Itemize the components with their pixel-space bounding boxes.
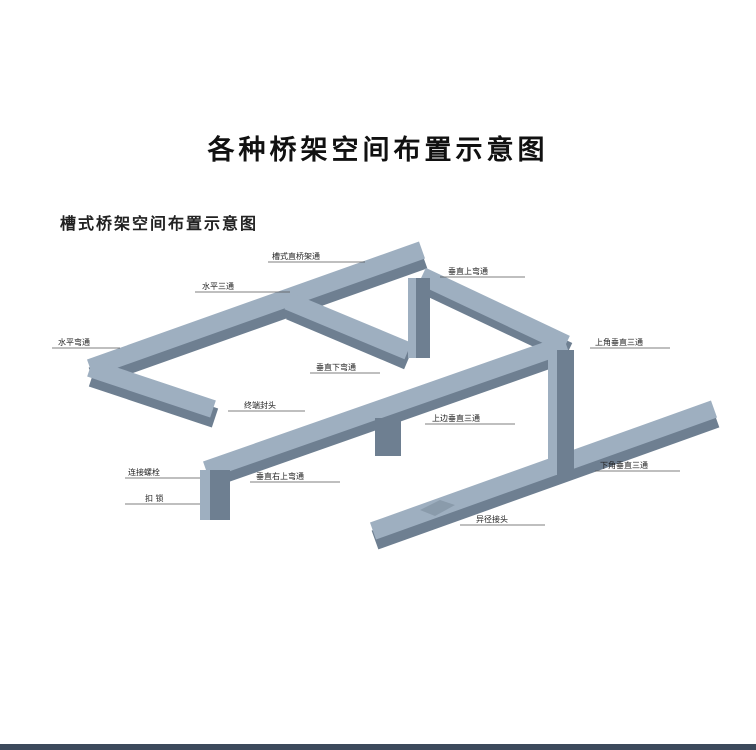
label-vertical-up-elbow: 垂直上弯通 (448, 267, 488, 276)
riser-corner-face (548, 350, 557, 475)
tray-top-main (203, 335, 569, 479)
page-title: 各种桥架空间布置示意图 (207, 135, 549, 166)
bottom-bar (0, 744, 756, 750)
label-horizontal-tee: 水平三通 (202, 282, 234, 291)
tray-side-lower (371, 408, 720, 550)
label-straight-tray: 槽式直桥架通 (272, 252, 320, 261)
label-lock: 扣 锁 (145, 494, 164, 503)
tray-top-end (87, 359, 216, 418)
reducer-bump (420, 500, 455, 516)
label-vertical-down-elbow: 垂直下弯通 (316, 363, 356, 372)
label-end-cap: 终端封头 (244, 401, 276, 410)
riser-right-up-elbow-face (200, 470, 210, 520)
label-lower-corner-tee: 下角垂直三通 (600, 461, 648, 470)
label-upper-side-tee: 上边垂直三通 (432, 414, 480, 423)
tray-side-upper-left (88, 249, 428, 387)
riser-up-elbow-face (408, 278, 416, 358)
label-vertical-right-up-elbow: 垂直右上弯通 (256, 472, 304, 481)
label-connecting-bolt: 连接螺栓 (128, 468, 160, 477)
tray-top-branch (284, 292, 412, 360)
label-upper-corner-tee: 上角垂直三通 (595, 338, 643, 347)
tray-top-top (418, 267, 570, 353)
leader-lines (52, 261, 680, 526)
label-reducer: 异径接头 (476, 515, 508, 524)
tray-tops (86, 241, 718, 540)
label-horizontal-elbow: 水平弯通 (58, 338, 90, 347)
riser-side-tee (375, 418, 401, 456)
tray-top-lower (369, 400, 718, 540)
diagram-subtitle: 槽式桥架空间布置示意图 (60, 214, 259, 233)
tray-top-upper-left (86, 241, 426, 377)
